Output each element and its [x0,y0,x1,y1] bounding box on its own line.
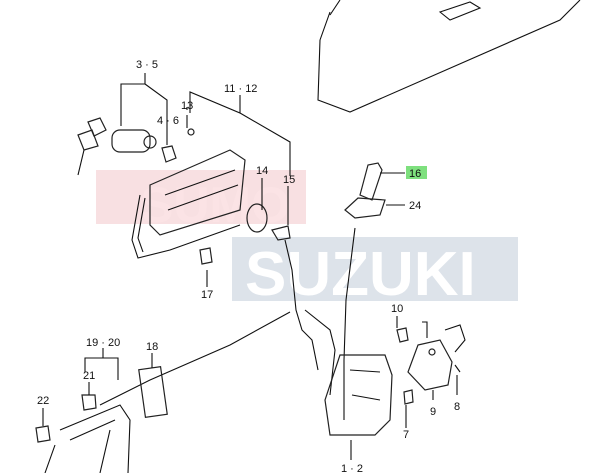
inner-handle-part [35,366,168,473]
watermark-top-text: SUMO [140,177,290,233]
watermark-gray-band [232,237,518,301]
label-part-24: 24 [409,200,421,212]
label-part-16[interactable]: 16 [409,168,421,180]
label-part-11-12: 11 · 12 [224,83,257,95]
outer-door-handle-part [131,149,291,265]
door-panel-detail [438,1,482,21]
label-part-18: 18 [146,341,158,353]
label-part-4-6: 4 · 6 [157,115,179,127]
rod-1 [284,239,319,371]
lock-knob-part [359,162,383,201]
label-part-3-5: 3 · 5 [136,59,158,71]
door-latch-part [324,327,414,436]
part-16-highlight [406,166,427,179]
label-part-1-2: 1 · 2 [341,463,363,473]
watermark: SUMO SUZUKI [96,170,518,309]
rod-3 [304,309,336,396]
watermark-bottom-text: SUZUKI [245,240,476,309]
label-part-7: 7 [403,429,409,441]
label-part-8: 8 [454,401,460,413]
label-part-10: 10 [391,303,403,315]
label-part-9: 9 [430,406,436,418]
key-cylinder-part [77,117,195,176]
label-part-22: 22 [37,395,49,407]
leader-lines [42,73,458,460]
bezel-part [344,197,386,219]
rod-2 [343,227,356,420]
striker-part [407,324,466,391]
door-panel-outline [317,0,581,113]
label-part-13: 13 [181,100,193,112]
label-part-17: 17 [201,289,213,301]
label-part-19-20: 19 · 20 [86,337,120,349]
cable [99,311,291,406]
label-part-15: 15 [283,174,295,186]
label-part-14: 14 [256,165,268,177]
watermark-red-band [96,170,306,224]
label-part-21: 21 [83,370,95,382]
